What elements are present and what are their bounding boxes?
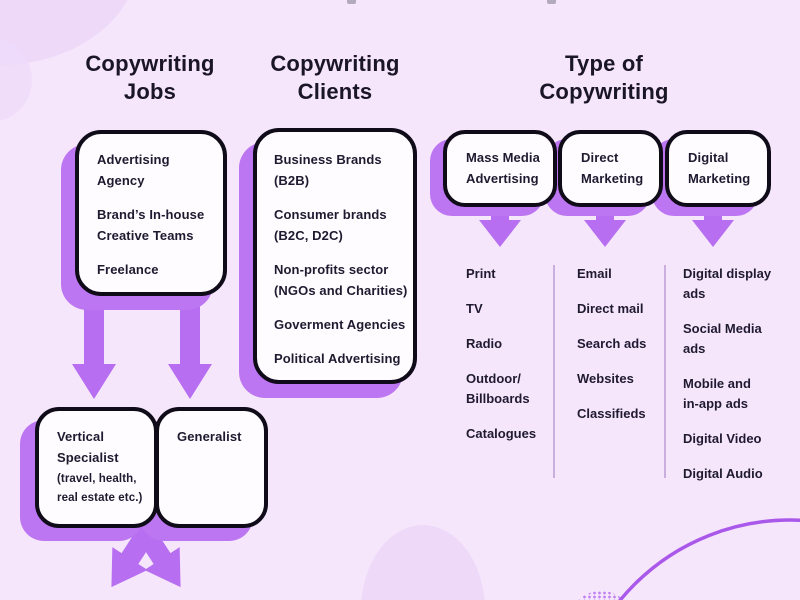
down-arrow-icon: [72, 286, 116, 399]
type-card-label-line: Direct: [581, 150, 619, 165]
list-item-line: Outdoor/: [466, 371, 521, 386]
list-item: Mobile and in-app ads: [683, 374, 795, 414]
type-card-label-line: Advertising: [466, 171, 539, 186]
digital-marketing-list: Digital display ads Social Media ads Mob…: [683, 264, 795, 484]
clients-heading: Copywriting Clients: [240, 50, 430, 106]
list-item: Print: [466, 264, 562, 284]
types-heading: Type of Copywriting: [509, 50, 699, 106]
list-item-line: ads: [683, 286, 706, 301]
client-item-line: Consumer brands: [274, 207, 387, 222]
diagonal-down-right-arrow-icon: [128, 514, 181, 588]
list-item-line: Digital Video: [683, 431, 762, 446]
clients-card: Business Brands (B2B) Consumer brands (B…: [253, 128, 417, 384]
direct-marketing-list: Email Direct mail Search ads Websites Cl…: [577, 264, 673, 424]
client-item-line: (B2C, D2C): [274, 228, 343, 243]
client-item-line: (NGOs and Charities): [274, 283, 408, 298]
vertical-specialist-card: Vertical Specialist (travel, health, rea…: [35, 407, 158, 528]
list-item-line: Billboards: [466, 391, 530, 406]
type-card-label-line: Mass Media: [466, 150, 540, 165]
list-item: Direct mail: [577, 299, 673, 319]
jobs-heading-line1: Copywriting: [85, 51, 215, 76]
jobs-heading: Copywriting Jobs: [55, 50, 245, 106]
clients-heading-line2: Clients: [297, 79, 373, 104]
generalist-card: Generalist: [155, 407, 268, 528]
job-item: Freelance: [97, 259, 217, 280]
down-arrow-icon: [692, 204, 734, 247]
type-card-digital-marketing: Digital Marketing: [665, 130, 771, 207]
vertical-specialist-note: (travel, health, real estate etc.): [57, 470, 150, 508]
list-item-line: Email: [577, 266, 612, 281]
circle-outline-icon: [618, 518, 800, 600]
list-item-line: Classifieds: [577, 406, 646, 421]
vertical-specialist-note-line: (travel, health,: [57, 473, 137, 485]
list-item: Social Media ads: [683, 319, 795, 359]
client-item-line: (B2B): [274, 173, 310, 188]
type-card-label-line: Digital: [688, 150, 729, 165]
list-item-line: Social Media: [683, 321, 762, 336]
list-item-line: ads: [683, 341, 706, 356]
list-item-line: Digital display: [683, 266, 772, 281]
types-heading-line1: Type of: [565, 51, 643, 76]
list-item-line: in-app ads: [683, 396, 749, 411]
list-item: Radio: [466, 334, 562, 354]
list-divider: [553, 265, 555, 478]
list-item: Search ads: [577, 334, 673, 354]
list-item-line: Radio: [466, 336, 503, 351]
list-item-line: Catalogues: [466, 426, 537, 441]
list-item-line: TV: [466, 301, 483, 316]
down-arrow-icon: [479, 204, 521, 247]
types-heading-line2: Copywriting: [539, 79, 669, 104]
vertical-specialist-note-line: real estate etc.): [57, 492, 143, 504]
job-item-line: Creative Teams: [97, 228, 194, 243]
list-item: Email: [577, 264, 673, 284]
halftone-sphere-icon: [572, 591, 630, 600]
client-item: Business Brands (B2B): [274, 149, 409, 191]
client-item-line: Political Advertising: [274, 351, 401, 366]
list-item-line: Print: [466, 266, 496, 281]
cropped-text-fragment: [347, 0, 356, 4]
job-item-line: Brand’s In-house: [97, 207, 205, 222]
client-item: Non-profits sector (NGOs and Charities): [274, 259, 409, 301]
job-item-line: Freelance: [97, 262, 159, 277]
list-item: Websites: [577, 369, 673, 389]
list-item: Outdoor/ Billboards: [466, 369, 562, 409]
list-item-line: Websites: [577, 371, 634, 386]
list-item: Digital display ads: [683, 264, 795, 304]
vertical-specialist-label-line: Specialist: [57, 450, 119, 465]
job-item: Brand’s In-house Creative Teams: [97, 204, 217, 246]
list-item-line: Direct mail: [577, 301, 644, 316]
down-arrow-icon: [168, 286, 212, 399]
client-item: Consumer brands (B2C, D2C): [274, 204, 409, 246]
list-item: Digital Video: [683, 429, 795, 449]
list-item-line: Search ads: [577, 336, 647, 351]
list-item: Classifieds: [577, 404, 673, 424]
list-divider: [664, 265, 666, 478]
client-item-line: Goverment Agencies: [274, 317, 406, 332]
job-item-line: Advertising: [97, 152, 170, 167]
generalist-label: Generalist: [177, 429, 242, 444]
list-item: TV: [466, 299, 562, 319]
client-item-line: Non-profits sector: [274, 262, 389, 277]
list-item: Catalogues: [466, 424, 562, 444]
list-item-line: Digital Audio: [683, 466, 763, 481]
job-item: Advertising Agency: [97, 149, 217, 191]
job-item-line: Agency: [97, 173, 145, 188]
client-item: Goverment Agencies: [274, 314, 409, 335]
type-card-direct-marketing: Direct Marketing: [558, 130, 663, 207]
list-item-line: Mobile and: [683, 376, 751, 391]
list-item: Digital Audio: [683, 464, 795, 484]
clients-heading-line1: Copywriting: [270, 51, 400, 76]
type-card-label-line: Marketing: [688, 171, 751, 186]
jobs-heading-line2: Jobs: [123, 79, 177, 104]
client-item-line: Business Brands: [274, 152, 382, 167]
vertical-specialist-label-line: Vertical: [57, 429, 105, 444]
type-card-label-line: Marketing: [581, 171, 644, 186]
mass-media-list: Print TV Radio Outdoor/ Billboards Catal…: [466, 264, 562, 444]
down-arrow-icon: [584, 204, 626, 247]
client-item: Political Advertising: [274, 348, 409, 369]
cropped-text-fragment: [547, 0, 556, 4]
jobs-card: Advertising Agency Brand’s In-house Crea…: [75, 130, 227, 296]
type-card-mass-media: Mass Media Advertising: [443, 130, 557, 207]
